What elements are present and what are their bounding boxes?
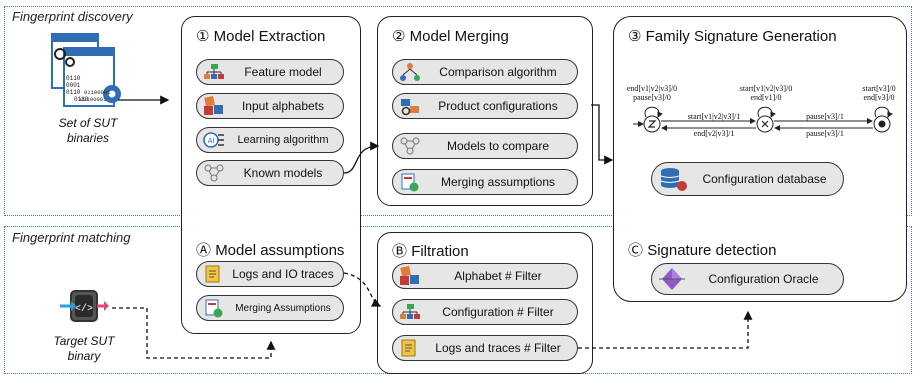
filtration-title: Ⓑ Filtration: [392, 240, 469, 261]
models-to-compare-label: Models to compare: [446, 139, 550, 153]
fsm-loop2-line2: end[v1]/0: [750, 93, 782, 102]
feature-model-icon: [399, 302, 421, 322]
database-icon: [658, 166, 688, 192]
ai-brain-icon: AI: [203, 130, 225, 150]
fingerprint-discovery-region: [4, 6, 912, 216]
learning-algorithm-item[interactable]: AI Learning algorithm: [196, 127, 344, 153]
signature-panel: [613, 16, 907, 302]
configuration-database-label: Configuration database: [702, 172, 827, 186]
model-merging-title: ② Model Merging: [392, 27, 509, 45]
filtration-number: Ⓑ: [392, 243, 408, 260]
merging-assumptions-item[interactable]: Merging assumptions: [392, 169, 578, 195]
filtration-title-text: Filtration: [411, 243, 469, 260]
fsm-loop2-label: start[v1|v2|v3]/0 end[v1]/0: [728, 84, 804, 102]
binary-code-2: 0001: [66, 82, 81, 89]
signature-generation-title: ③ Family Signature Generation: [628, 27, 837, 45]
merging-assumptions-a-label: Merging Assumptions: [235, 302, 331, 314]
model-assumptions-title-text: Model assumptions: [215, 242, 345, 259]
binary-code-6: 01100001: [80, 96, 107, 103]
product-config-icon: [399, 96, 421, 116]
fsm-loop2-line1: start[v1|v2|v3]/0: [739, 84, 793, 93]
alphabet-filter-label: Alphabet # Filter: [454, 269, 542, 283]
model-assumptions-number: Ⓐ: [196, 242, 212, 259]
merging-assumptions-a-item[interactable]: Merging Assumptions: [196, 295, 344, 321]
model-merging-title-text: Model Merging: [409, 28, 509, 45]
model-merging-number: ②: [392, 28, 406, 45]
merging-assumptions-label: Merging assumptions: [440, 175, 556, 189]
model-extraction-number: ①: [196, 28, 210, 45]
product-configurations-item[interactable]: Product configurations: [392, 93, 578, 119]
sut-binaries-caption-line2: binaries: [66, 131, 110, 145]
log-file-icon: [203, 264, 225, 284]
fingerprint-discovery-label: Fingerprint discovery: [12, 9, 133, 24]
fsm-t12-label: start[v1|v2|v3]/1: [687, 112, 741, 121]
logs-traces-filter-label: Logs and traces # Filter: [435, 341, 561, 355]
sut-binaries-caption-line1: Set of SUT: [58, 116, 118, 130]
alphabet-blocks-icon: [399, 266, 421, 286]
comparison-algorithm-item[interactable]: Comparison algorithm: [392, 59, 578, 85]
comparison-algorithm-label: Comparison algorithm: [439, 65, 557, 79]
svg-text:AI: AI: [208, 138, 215, 145]
log-file-icon: [399, 338, 421, 358]
known-models-item[interactable]: Known models: [196, 160, 344, 186]
binary-code-4: 0110: [74, 96, 89, 103]
comparison-tree-icon: [399, 62, 421, 82]
logs-io-traces-item[interactable]: Logs and IO traces: [196, 261, 344, 287]
feature-model-label: Feature model: [244, 65, 322, 79]
fingerprint-matching-label: Fingerprint matching: [12, 230, 131, 245]
binary-code-1: 0110: [66, 75, 81, 82]
checked-document-icon: [203, 298, 225, 318]
sut-binaries-icon: 0110 0001 0110 0110 01100001 01100001: [50, 32, 130, 112]
network-models-icon: [203, 163, 225, 183]
configuration-database-item[interactable]: Configuration database: [651, 162, 844, 196]
fsm-loop1-label: end[v1|v2|v3]/0 pause[v3]/0: [614, 84, 690, 102]
logs-traces-filter-item[interactable]: Logs and traces # Filter: [392, 335, 578, 361]
alphabet-filter-item[interactable]: Alphabet # Filter: [392, 263, 578, 289]
target-sut-icon: </>: [58, 288, 110, 326]
known-models-label: Known models: [243, 166, 323, 180]
sut-binaries-caption: Set of SUT binaries: [38, 116, 138, 146]
target-sut-caption: Target SUT binary: [34, 334, 134, 364]
model-assumptions-title: Ⓐ Model assumptions: [196, 239, 344, 260]
signature-generation-number: ③: [628, 28, 642, 45]
fsm-loop1-line2: pause[v3]/0: [633, 93, 671, 102]
feature-model-item[interactable]: Feature model: [196, 59, 344, 85]
learning-algorithm-label: Learning algorithm: [237, 134, 329, 146]
configuration-filter-item[interactable]: Configuration # Filter: [392, 299, 578, 325]
alphabet-blocks-icon: [203, 96, 225, 116]
signature-detection-title: Ⓒ Signature detection: [628, 239, 776, 260]
binary-code-5: 01100001: [84, 89, 111, 96]
configuration-filter-label: Configuration # Filter: [442, 305, 554, 319]
input-alphabets-label: Input alphabets: [241, 99, 325, 113]
fsm-t21-label: end[v2|v3]/1: [693, 129, 735, 138]
fsm-loop3-label: start[v3]/0 end[v3]/0: [852, 84, 906, 102]
crystal-oracle-icon: [658, 267, 686, 291]
models-to-compare-item[interactable]: Models to compare: [392, 133, 578, 159]
fsm-loop3-line1: start[v3]/0: [862, 84, 896, 93]
fsm-loop1-line1: end[v1|v2|v3]/0: [626, 84, 678, 93]
fsm-t32-label: pause[v3]/1: [806, 129, 844, 138]
target-sut-caption-line2: binary: [67, 349, 101, 363]
signature-detection-title-text: Signature detection: [647, 242, 777, 259]
fsm-t23-label: pause[v3]/1: [806, 112, 844, 121]
feature-model-icon: [203, 62, 225, 82]
model-extraction-title-text: Model Extraction: [213, 28, 326, 45]
target-sut-caption-line1: Target SUT: [53, 334, 115, 348]
signature-generation-title-text: Family Signature Generation: [645, 28, 837, 45]
logs-io-traces-label: Logs and IO traces: [232, 267, 334, 281]
signature-detection-number: Ⓒ: [628, 242, 644, 259]
checked-document-icon: [399, 172, 421, 192]
model-extraction-title: ① Model Extraction: [196, 27, 325, 45]
svg-text:</>: </>: [75, 303, 93, 315]
configuration-oracle-label: Configuration Oracle: [708, 272, 819, 286]
binary-code-3: 0110: [66, 89, 81, 96]
configuration-oracle-item[interactable]: Configuration Oracle: [651, 263, 844, 295]
network-compare-icon: [399, 136, 421, 156]
product-configurations-label: Product configurations: [438, 99, 558, 113]
input-alphabets-item[interactable]: Input alphabets: [196, 93, 344, 119]
fsm-loop3-line2: end[v3]/0: [863, 93, 895, 102]
